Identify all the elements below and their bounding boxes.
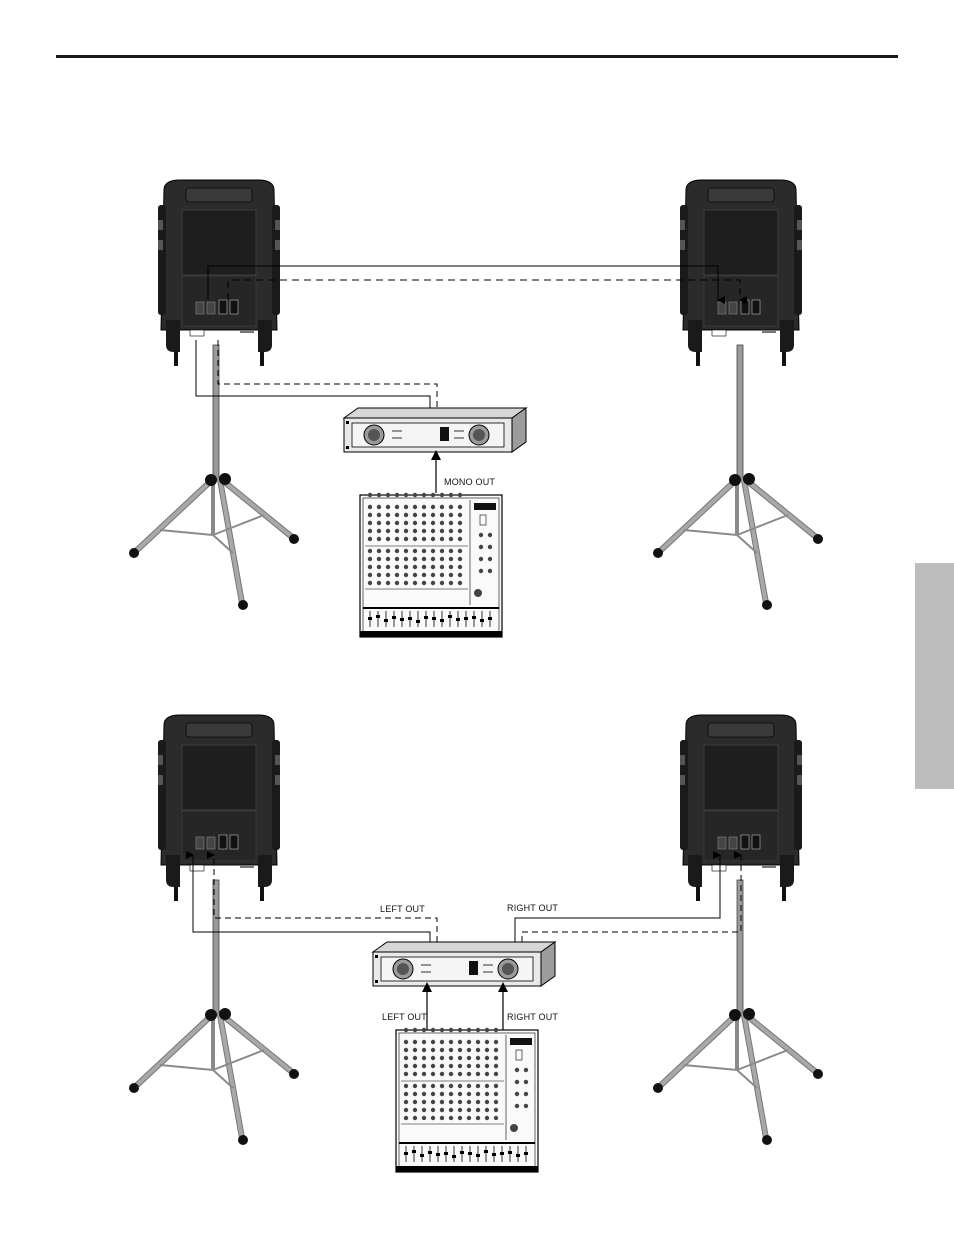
speaker-top-left <box>158 180 280 366</box>
amplifier-top <box>344 408 526 452</box>
left-cable-dashed <box>214 855 437 942</box>
speaker-bottom-left <box>158 715 280 901</box>
mixer-right-out-label: RIGHT OUT <box>507 1012 558 1022</box>
amp-left-out-label: LEFT OUT <box>380 904 425 914</box>
amp-cable-dashed <box>218 340 437 410</box>
mixer-top <box>360 493 502 637</box>
amp-right-out-label: RIGHT OUT <box>507 903 558 913</box>
stand-bottom-right <box>653 880 823 1145</box>
amp-cable-solid <box>196 340 430 410</box>
stand-bottom-left <box>129 880 299 1145</box>
stand-top-left <box>129 345 299 610</box>
mono-out-label: MONO OUT <box>444 477 495 487</box>
speaker-bottom-right <box>680 715 802 901</box>
right-cable-dashed <box>522 855 741 942</box>
mixer-left-out-label: LEFT OUT <box>382 1012 427 1022</box>
amplifier-bottom <box>373 942 555 986</box>
top-diagram <box>129 180 823 637</box>
stand-top-right <box>653 345 823 610</box>
link-cable-solid <box>208 266 718 300</box>
mixer-bottom <box>396 1028 538 1172</box>
speaker-top-right <box>680 180 802 366</box>
link-cable-dashed <box>228 280 740 300</box>
left-cable-solid <box>193 855 430 942</box>
bottom-diagram <box>129 715 823 1172</box>
